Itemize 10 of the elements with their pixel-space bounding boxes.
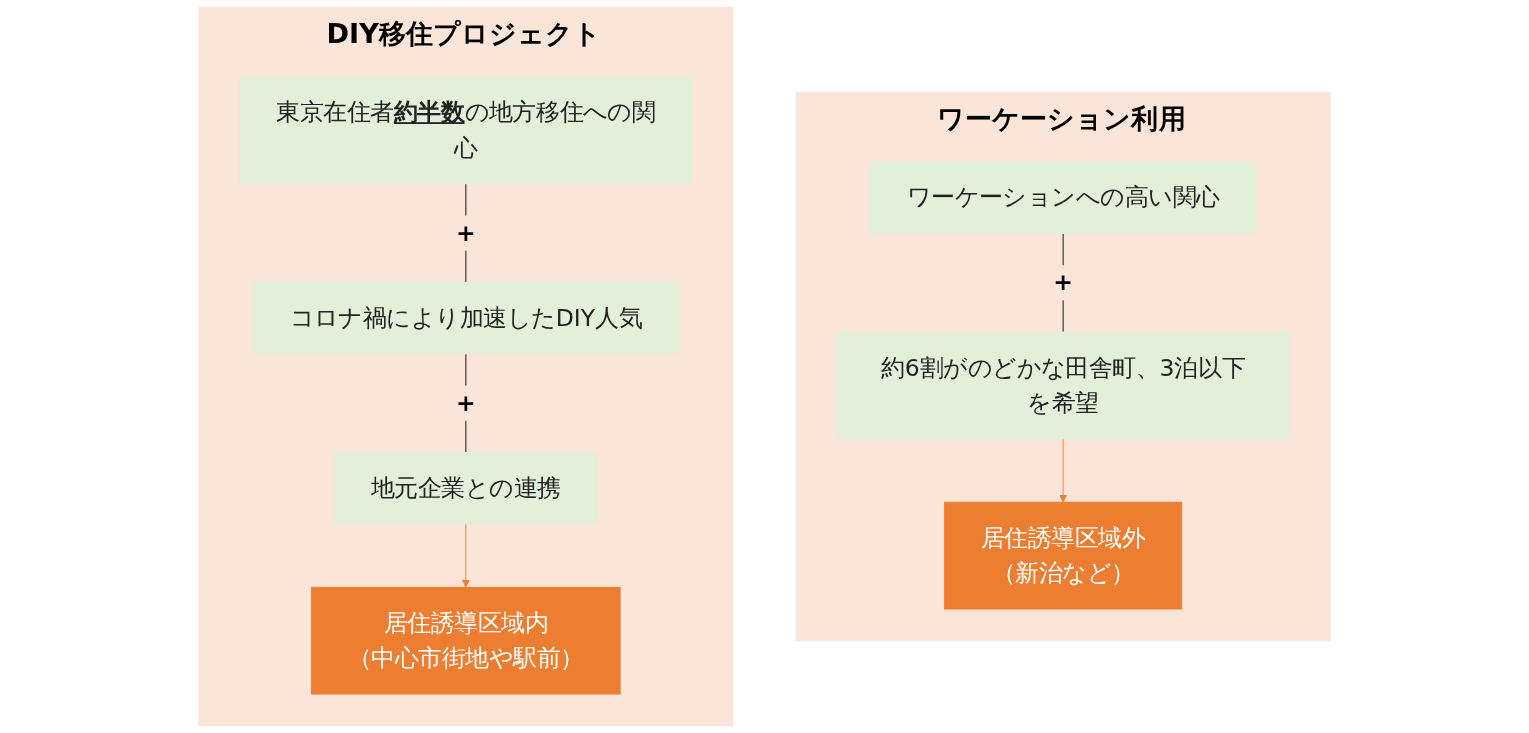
node-box: ワーケーションへの高い関心 <box>869 161 1257 234</box>
node-box: 居住誘導区域内 （中心市街地や駅前） <box>311 586 621 695</box>
edge-label: + <box>456 219 476 247</box>
node-box: 東京在住者約半数の地方移住への関心 <box>239 76 693 185</box>
edge-label: + <box>1053 268 1073 296</box>
edge-label: + <box>456 389 476 417</box>
node-box: コロナ禍により加速したDIY人気 <box>252 281 679 355</box>
node-box: 約6割がのどかな田舎町、3泊以下を希望 <box>836 331 1290 440</box>
node-box: 居住誘導区域外 （新治など） <box>944 501 1183 610</box>
node-box: 地元企業との連携 <box>334 452 598 525</box>
